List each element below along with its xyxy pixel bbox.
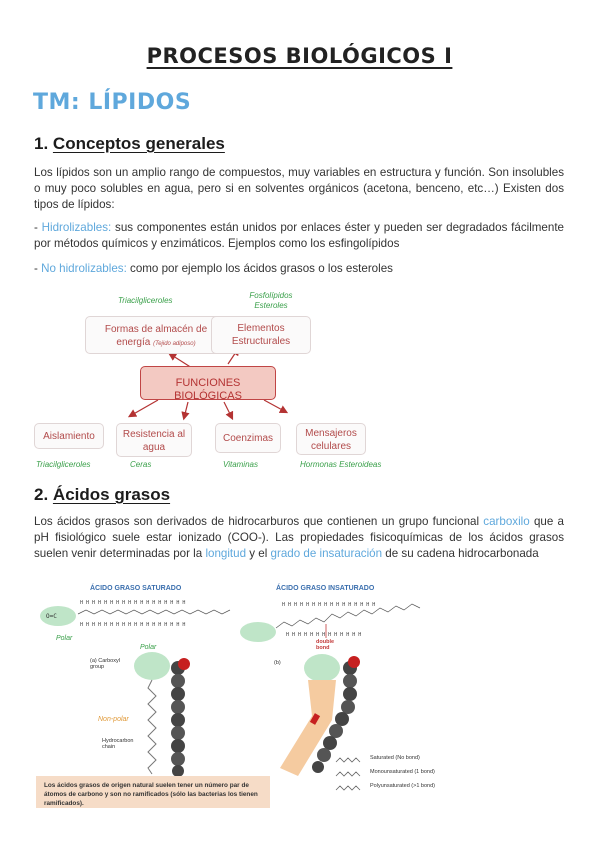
box-coenzimas: Coenzimas bbox=[215, 423, 281, 453]
term-grado-insaturacion: grado de insaturación bbox=[270, 547, 383, 560]
list-item-hidrolizables: - Hidrolizables: sus componentes están u… bbox=[34, 220, 564, 252]
caption-ceras: Ceras bbox=[130, 460, 152, 469]
svg-text:O=C: O=C bbox=[46, 613, 57, 620]
label-carboxyl: (a) Carboxyl group bbox=[90, 658, 120, 670]
section-2-paragraph: Los ácidos grasos son derivados de hidro… bbox=[34, 514, 564, 562]
box-mensajeros: Mensajeros celulares bbox=[296, 423, 366, 455]
list-bullet: - bbox=[34, 221, 42, 234]
legend-saturated-note: (No bond) bbox=[395, 755, 420, 761]
energy-storage-note: (Tejido adiposo) bbox=[153, 341, 196, 347]
label-hydrocarbon: Hydrocarbon chain bbox=[102, 738, 134, 750]
box-biological-functions: FUNCIONES BIOLÓGICAS bbox=[140, 366, 276, 402]
box-resistencia-agua: Resistencia al agua bbox=[116, 423, 192, 457]
term-hidrolizables: Hidrolizables: bbox=[41, 221, 112, 234]
caption-triacilgliceroles-top: Triacilgliceroles bbox=[118, 296, 173, 305]
svg-text:H H H H H H H H H H H H H H H: H H H H H H H H H H H H H H H H H H bbox=[80, 600, 185, 606]
arrow-to-mensajeros bbox=[263, 399, 289, 414]
legend-mono: Monounsaturated (1 bond) bbox=[370, 769, 435, 775]
text-run: y el bbox=[246, 547, 271, 560]
legend-poly-line bbox=[335, 785, 361, 791]
legend-mono-label: Monounsaturated bbox=[370, 769, 413, 775]
svg-text:H H H H H H H H H H H H H: H H H H H H H H H H H H H bbox=[286, 632, 361, 638]
hydrocarbon-zigzag bbox=[147, 679, 157, 775]
legend-saturated-label: Saturated bbox=[370, 755, 394, 761]
topic-heading: TM: LÍPIDOS bbox=[33, 90, 192, 115]
caption-triacilgliceroles-bottom: Triacilgliceroles bbox=[36, 460, 91, 469]
text-run: de su cadena hidrocarbonada bbox=[382, 547, 539, 560]
fatty-acid-note: Los ácidos grasos de origen natural suel… bbox=[36, 776, 270, 808]
bent-tail-shape bbox=[280, 680, 336, 776]
polar-head-unsaturated bbox=[240, 622, 276, 642]
label-nonpolar: Non-polar bbox=[98, 716, 129, 723]
document-title: PROCESOS BIOLÓGICOS I bbox=[146, 44, 453, 68]
text-run: que a pH fisiológico suele estar ionizad… bbox=[34, 515, 564, 560]
legend-saturated-line bbox=[335, 757, 361, 763]
legend-saturated: Saturated (No bond) bbox=[370, 755, 420, 761]
polar-head-saturated bbox=[40, 606, 76, 626]
legend-mono-line bbox=[335, 771, 361, 777]
legend-mono-note: (1 bond) bbox=[414, 769, 435, 775]
label-polar-2: Polar bbox=[140, 644, 157, 651]
arrow-to-aislamiento bbox=[127, 399, 159, 418]
label-b: (b) bbox=[274, 660, 281, 666]
list-item-no-hidrolizables: - No hidrolizables: como por ejemplo los… bbox=[34, 261, 564, 277]
carboxyl-head-b bbox=[304, 654, 340, 682]
fatty-acid-figure: ÁCIDO GRASO SATURADO ÁCIDO GRASO INSATUR… bbox=[36, 580, 566, 812]
space-filling-model-a bbox=[171, 658, 190, 777]
section-1-heading: 1. Conceptos generales bbox=[34, 134, 225, 154]
text-run: Los ácidos grasos son derivados de hidro… bbox=[34, 515, 484, 528]
section-2-heading: 2. Ácidos grasos bbox=[34, 485, 170, 505]
carboxyl-head bbox=[134, 652, 170, 680]
unsaturated-title: ÁCIDO GRASO INSATURADO bbox=[276, 585, 375, 592]
label-double-bond: double bond bbox=[316, 639, 335, 651]
caption-fosfolipidos: Fosfolípidos Esteroles bbox=[249, 291, 293, 310]
biological-functions-diagram: Triacilgliceroles Formas de almacén de e… bbox=[30, 291, 570, 482]
double-bond-marker bbox=[309, 713, 321, 725]
caption-vitaminas: Vitaminas bbox=[223, 460, 258, 469]
arrow-to-coenzimas bbox=[223, 401, 234, 421]
legend-poly-label: Polyunsaturated bbox=[370, 783, 410, 789]
box-energy-storage: Formas de almacén de energía (Tejido adi… bbox=[85, 316, 227, 354]
box-aislamiento: Aislamiento bbox=[34, 423, 104, 449]
saturated-title: ÁCIDO GRASO SATURADO bbox=[90, 585, 182, 592]
arrow-to-energy bbox=[167, 352, 193, 369]
term-longitud: longitud bbox=[205, 547, 247, 560]
energy-storage-label: Formas de almacén de energía bbox=[104, 324, 208, 348]
unsaturated-chain bbox=[275, 603, 421, 629]
box-structural: Elementos Estructurales bbox=[211, 316, 311, 354]
saturated-chain bbox=[77, 609, 231, 615]
svg-text:H H H H H H H H H H H H H H H: H H H H H H H H H H H H H H H H bbox=[282, 602, 375, 608]
svg-text:H H H H H H H H H H H H H H H: H H H H H H H H H H H H H H H H H H bbox=[80, 622, 185, 628]
term-description: sus componentes están unidos por enlaces… bbox=[34, 221, 564, 250]
legend-poly-note: (>1 bond) bbox=[411, 783, 435, 789]
space-filling-model-b bbox=[312, 656, 360, 773]
term-carboxilo: carboxilo bbox=[483, 515, 530, 528]
term-description: como por ejemplo los ácidos grasos o los… bbox=[126, 262, 393, 275]
section-number: 1. bbox=[34, 134, 49, 153]
list-bullet: - bbox=[34, 262, 42, 275]
section-title: Ácidos grasos bbox=[52, 485, 171, 504]
label-polar-1: Polar bbox=[56, 635, 73, 642]
section-number: 2. bbox=[34, 485, 49, 504]
caption-hormonas: Hormonas Esteroideas bbox=[300, 460, 382, 469]
term-no-hidrolizables: No hidrolizables: bbox=[41, 262, 127, 275]
section-1-intro: Los lípidos son un amplio rango de compu… bbox=[34, 166, 564, 211]
legend-poly: Polyunsaturated (>1 bond) bbox=[370, 783, 435, 789]
section-title: Conceptos generales bbox=[52, 134, 225, 153]
fatty-acid-illustration: O=C H H H H H H H H H H H H H H H H H H … bbox=[40, 600, 421, 791]
arrow-to-resistencia bbox=[181, 401, 190, 421]
